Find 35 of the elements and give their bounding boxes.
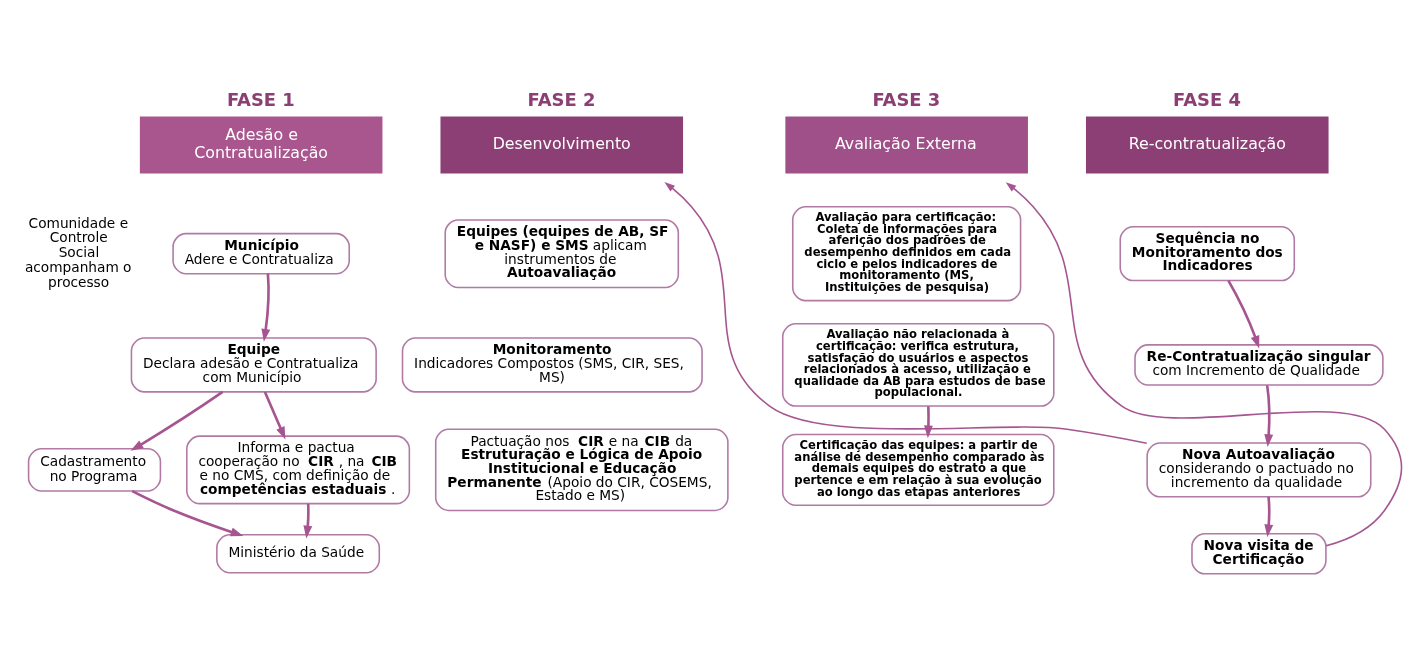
node-box: Informa e pactua cooperação no CIR, na CIB e no CMS, com definição de competências estaduais.	[186, 435, 411, 505]
node-box: Ministério da Saúde	[216, 533, 381, 574]
node-box: Município Adere e Contratualiza	[172, 232, 351, 275]
arrow	[1005, 182, 1403, 547]
arrow	[131, 489, 244, 537]
arrow	[1264, 385, 1274, 447]
node-box: Avaliação não relacionada à certificação: verifica estrutura, satisfação do usuários e aspectos relacionados à acesso, utilização e qualidade da AB para estudos de base populacional.	[781, 323, 1055, 407]
arrow	[261, 273, 271, 342]
arrow	[924, 406, 933, 439]
arrow	[130, 390, 224, 451]
arrow	[1227, 279, 1260, 349]
arrow	[263, 391, 286, 440]
label: Comunidade e Controle Social acompanham o processo	[24, 214, 132, 290]
arrow	[303, 503, 313, 539]
node-box: Nova Autoavaliação considerando o pactuado no incremento da qualidade	[1146, 442, 1372, 498]
node-box: Avaliação Externa	[785, 116, 1028, 174]
node-label: FASE 3	[872, 88, 941, 110]
node-box: Avaliação para certificação: Coleta de informações para aferição dos padrões de desempenho definidos em cada ciclo e pelos indicadores de monitoramento (MS, Instituições de pesquisa)	[791, 205, 1022, 302]
node-box: Cadastramento no Programa	[27, 448, 162, 492]
node-label: FASE 1	[226, 88, 295, 110]
node-box: Monitoramento Indicadores Compostos (SMS, CIR, SES, MS)	[401, 337, 703, 393]
node-box: Certificação das equipes: a partir de análise de desempenho comparado às demais equipes do estrato a que pertence e em relação à sua evolução ao longo das etapas anteriores	[781, 433, 1055, 506]
node-box: Pactuação nos CIR e na CIB da Estruturação e Lógica de Apoio Institucional e Educação Permanente (Apoio do CIR, COSEMS, Estado e MS)	[434, 428, 729, 512]
node-box: Equipe Declara adesão e Contratualiza com Município	[130, 337, 377, 393]
node-box: Nova visita de Certificação	[1191, 532, 1327, 575]
node-box: Desenvolvimento	[440, 116, 684, 174]
node-label: FASE 4	[1172, 88, 1241, 110]
arrow	[1264, 496, 1274, 538]
node-box: Equipes (equipes de AB, SF e NASF) e SMS aplicam instrumentos de Autoavaliação	[444, 219, 680, 289]
node-box: Sequência no Monitoramento dos Indicadores	[1119, 226, 1296, 282]
arrow	[664, 182, 1148, 445]
node-box: Adesão e Contratualização	[139, 116, 383, 174]
node-label: FASE 2	[527, 88, 596, 110]
node-box: Re-contratualização	[1085, 116, 1329, 174]
node-box: Re-Contratualização singular com Incremento de Qualidade	[1134, 344, 1384, 386]
